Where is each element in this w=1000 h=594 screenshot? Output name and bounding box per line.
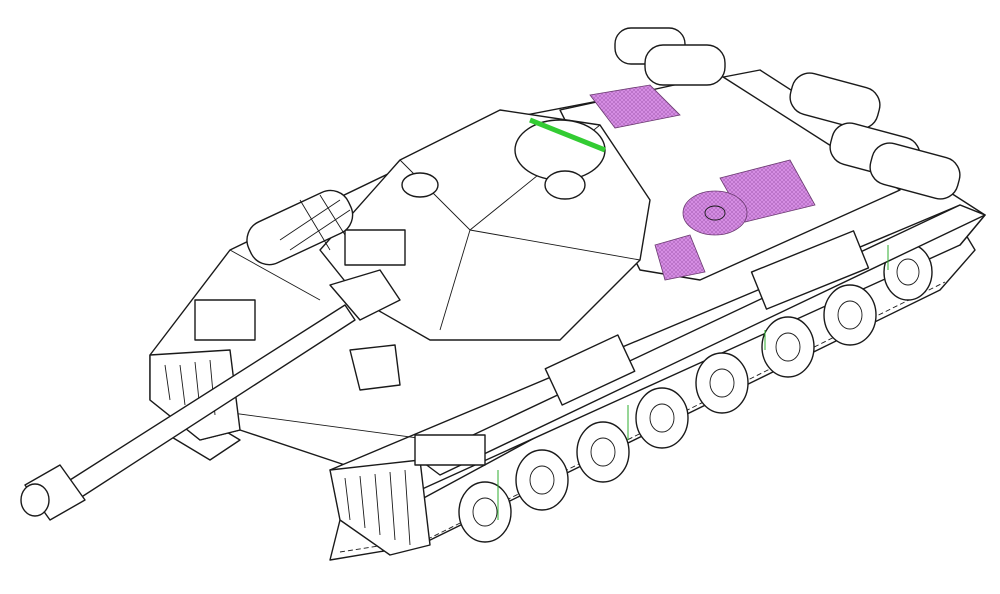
storage-box [750, 230, 870, 310]
line-detail [279, 194, 351, 251]
line-detail [529, 465, 555, 495]
storage-box [544, 334, 636, 406]
line-detail [458, 481, 512, 543]
storage-box [194, 299, 256, 341]
line-detail [576, 421, 630, 483]
line-detail [869, 142, 961, 200]
line-detail [761, 316, 815, 378]
gun-mantlet [329, 269, 401, 321]
line-detail [344, 469, 411, 546]
line-detail [590, 437, 616, 467]
road-wheel [458, 481, 512, 543]
line-detail [20, 483, 50, 517]
hatch [401, 172, 439, 198]
unditching-log [246, 189, 354, 266]
engine-fan-cover [682, 190, 748, 236]
road-wheel [576, 421, 630, 483]
line-detail [709, 368, 735, 398]
main-gun [20, 304, 356, 521]
storage-box [414, 434, 486, 466]
engine-grille-mesh [589, 84, 681, 129]
fuel-drum [869, 142, 961, 200]
road-wheel [761, 316, 815, 378]
fuel-drum [789, 72, 881, 130]
front-fender-right [329, 459, 431, 556]
line-detail [823, 284, 877, 346]
fuel-drum [644, 44, 726, 86]
fuel-drums [614, 27, 961, 200]
line-detail [329, 459, 431, 556]
road-wheel [515, 449, 569, 511]
hatch [544, 170, 586, 200]
antenna-rod-highlight [529, 117, 606, 153]
road-wheel [695, 352, 749, 414]
gun-mantlet-box [344, 229, 406, 266]
road-wheel [635, 387, 689, 449]
line-detail [164, 359, 216, 416]
road-wheel [823, 284, 877, 346]
line-detail [896, 258, 920, 286]
line-detail [695, 352, 749, 414]
line-detail [472, 497, 498, 527]
line-detail [649, 403, 675, 433]
turret [319, 109, 651, 391]
line-detail [644, 44, 726, 86]
line-detail [789, 72, 881, 130]
line-detail [635, 387, 689, 449]
line-detail [837, 300, 863, 330]
line-detail [775, 332, 801, 362]
engine-grille-mesh [654, 234, 706, 281]
mantlet-base [349, 344, 401, 391]
line-detail [704, 205, 726, 221]
seam-highlights [497, 245, 889, 520]
line-detail [515, 449, 569, 511]
